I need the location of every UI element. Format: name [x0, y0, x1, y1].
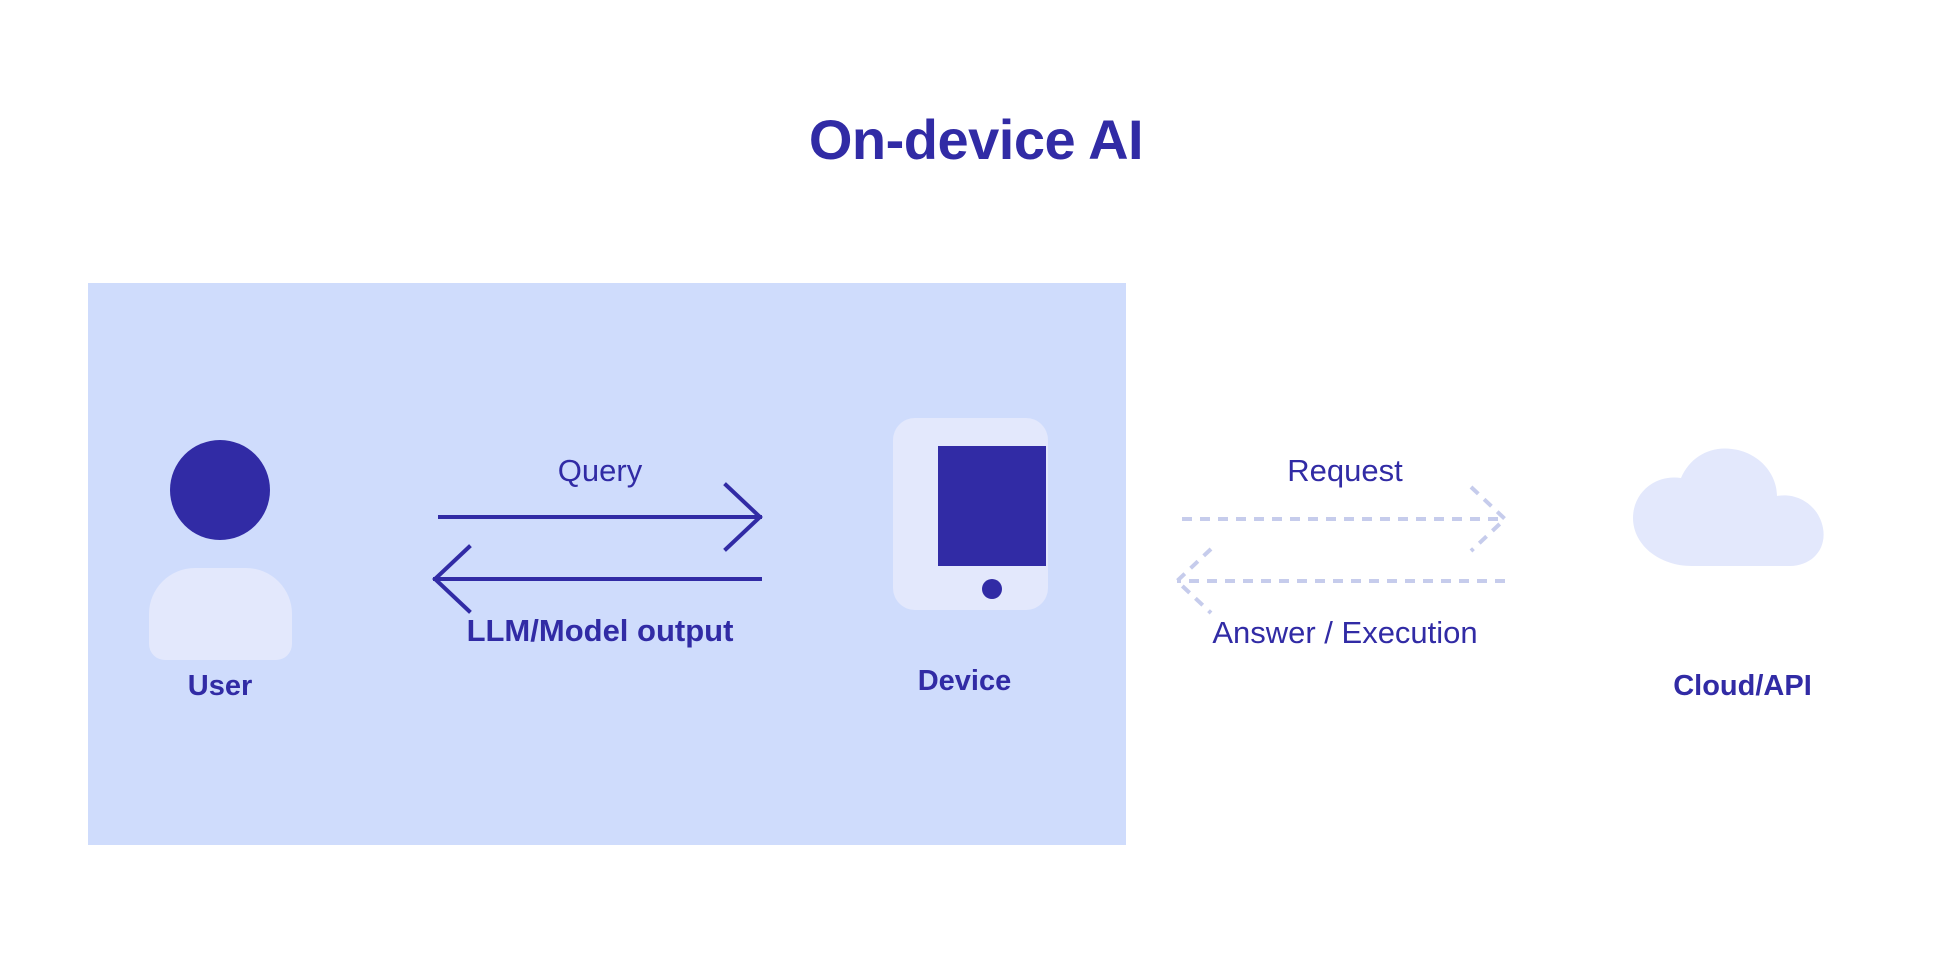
- cloud-icon: [1633, 448, 1824, 566]
- output-arrow-head: [432, 544, 472, 614]
- answer-arrow-head: [1174, 547, 1213, 615]
- edge-user-device: Query LLM/Model output: [410, 455, 790, 665]
- user-body-icon: [149, 568, 292, 660]
- tablet-screen-icon: [938, 446, 1046, 566]
- edge-label-llm-output: LLM/Model output: [466, 613, 734, 648]
- tablet-frame-icon: [893, 418, 1048, 610]
- user-head-icon: [170, 440, 270, 540]
- solid-arrows-svg: [432, 482, 763, 614]
- edge-label-query: Query: [557, 453, 643, 488]
- node-cloud-label: Cloud/API: [1673, 670, 1812, 702]
- edge-device-cloud: Request Answer / Execution: [1155, 455, 1535, 665]
- page-title: On-device AI: [808, 108, 1144, 171]
- dashed-arrows-svg: [1174, 485, 1508, 615]
- node-device: Device: [872, 415, 1057, 710]
- node-device-label: Device: [917, 665, 1012, 697]
- tablet-home-button-icon: [982, 579, 1002, 599]
- node-user: User: [130, 420, 310, 710]
- request-arrow-head: [1469, 485, 1508, 553]
- query-arrow-head: [723, 482, 763, 552]
- node-cloud: Cloud/API: [1630, 420, 1865, 710]
- node-user-label: User: [187, 670, 253, 702]
- edge-label-request: Request: [1287, 453, 1403, 488]
- edge-label-answer-execution: Answer / Execution: [1212, 615, 1478, 650]
